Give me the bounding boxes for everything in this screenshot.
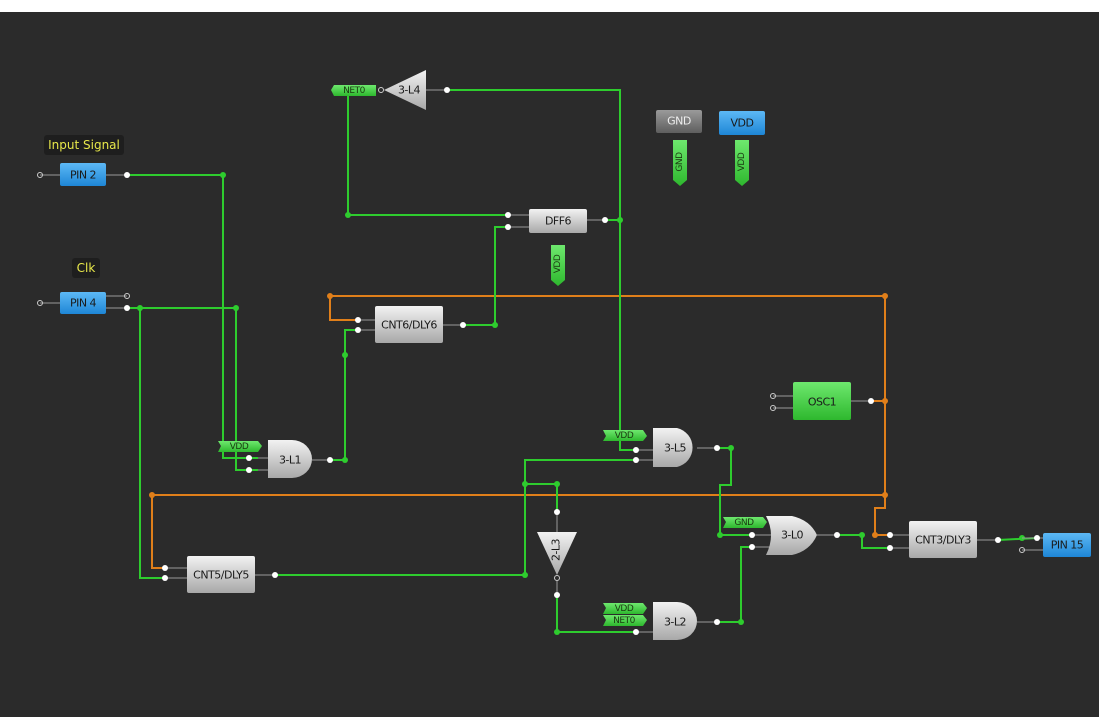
cnt5-dly5-block[interactable]: CNT5/DLY5 <box>162 556 278 593</box>
osc1-block[interactable]: OSC1 <box>770 382 875 420</box>
gnd-label: GND <box>667 115 691 128</box>
vdd-label: VDD <box>731 117 754 130</box>
pin15-block[interactable]: PIN 15 <box>1019 533 1092 557</box>
l2-vdd-tag: VDD <box>615 604 634 614</box>
junction-dots <box>137 172 1025 635</box>
cnt6-dly6-block[interactable]: CNT6/DLY6 <box>355 306 466 343</box>
net0-tag: NET0 <box>343 86 365 96</box>
and-gate-3-l5[interactable]: VDD 3-L5 <box>603 428 720 467</box>
inverter-2-l3[interactable]: 2-L3 <box>537 509 577 598</box>
dff6-block[interactable]: DFF6 VDD <box>505 209 608 286</box>
l0-label: 3-L0 <box>781 529 804 542</box>
inverter-3-l4[interactable]: NET0 3-L4 <box>331 70 450 110</box>
l1-label: 3-L1 <box>279 454 301 467</box>
osc1-label: OSC1 <box>808 396 836 409</box>
gnd-tag: GND <box>675 152 685 172</box>
l3-label: 2-L3 <box>550 538 563 561</box>
pin15-label: PIN 15 <box>1051 539 1084 552</box>
and-gate-3-l2[interactable]: VDD NET0 3-L2 <box>603 602 720 640</box>
clk-label: Clk <box>77 261 96 275</box>
clock-junction-dots <box>149 293 888 538</box>
gnd-block[interactable]: GND GND <box>656 110 702 186</box>
input-signal-label: Input Signal <box>48 138 120 152</box>
l0-gnd-tag: GND <box>734 518 754 528</box>
l5-label: 3-L5 <box>664 442 687 455</box>
cnt5-label: CNT5/DLY5 <box>193 569 249 582</box>
l2-net0-tag: NET0 <box>613 616 635 626</box>
clock-wires <box>151 295 890 569</box>
pin4-label: PIN 4 <box>70 297 97 310</box>
l5-vdd-tag: VDD <box>615 431 634 441</box>
pin4-block[interactable]: PIN 4 <box>37 292 131 314</box>
dff6-vdd-tag: VDD <box>553 254 563 273</box>
l1-vdd-tag: VDD <box>230 442 249 452</box>
cnt6-label: CNT6/DLY6 <box>381 319 437 332</box>
canvas-background <box>0 12 1099 717</box>
vdd-tag: VDD <box>737 152 747 171</box>
cnt3-label: CNT3/DLY3 <box>915 534 971 547</box>
pin2-block[interactable]: PIN 2 <box>37 163 131 186</box>
or-gate-3-l0[interactable]: GND 3-L0 <box>723 516 840 555</box>
vdd-block[interactable]: VDD VDD <box>719 111 765 186</box>
l2-label: 3-L2 <box>664 616 686 629</box>
and-gate-3-l1[interactable]: VDD 3-L1 <box>218 440 333 478</box>
pin2-label: PIN 2 <box>70 169 96 182</box>
l4-label: 3-L4 <box>398 84 421 97</box>
cnt3-dly3-block[interactable]: CNT3/DLY3 <box>887 521 1001 558</box>
dff6-label: DFF6 <box>545 215 572 228</box>
